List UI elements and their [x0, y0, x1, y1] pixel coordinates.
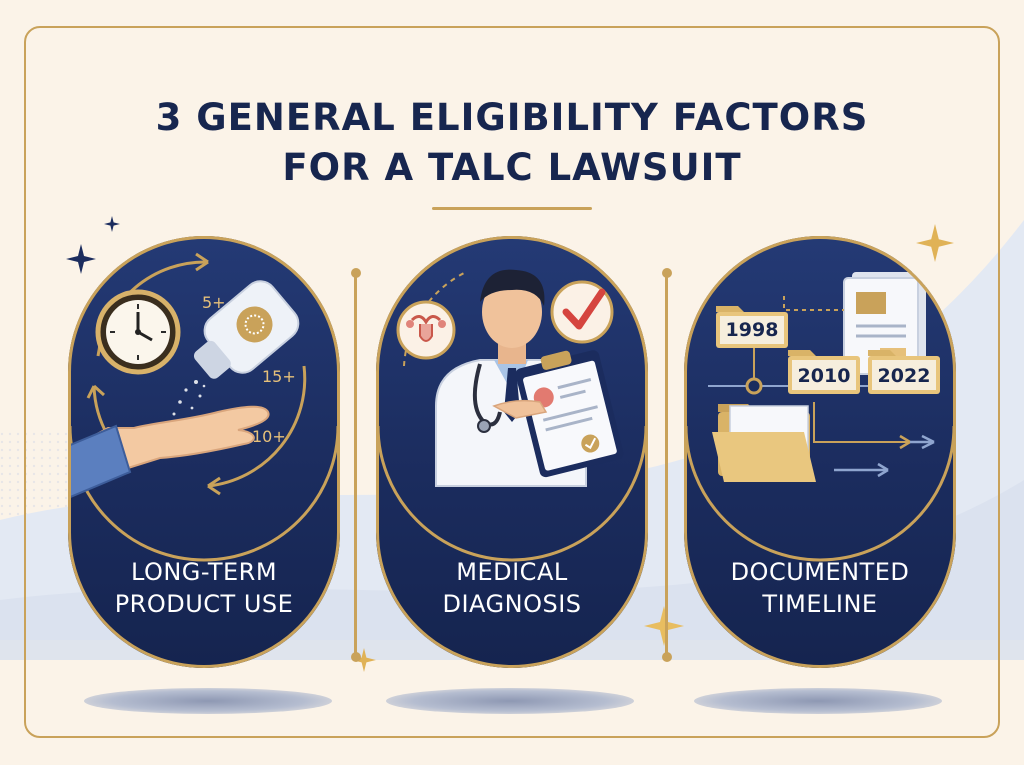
- divider-dot: [351, 268, 361, 278]
- card-border: [376, 236, 648, 668]
- marker-10-plus: 10+: [252, 427, 286, 446]
- hand-icon: [68, 405, 270, 500]
- card-long-term-product-use: 5+ 15+ 10+ LONG-TERM PRODUCT USE: [68, 236, 340, 668]
- divider-right: [665, 276, 668, 658]
- page-title-line-1: 3 GENERAL ELIGIBILITY FACTORS: [155, 96, 869, 139]
- outer-frame: [24, 26, 1000, 738]
- card-medical-diagnosis: MEDICAL DIAGNOSIS: [376, 236, 648, 668]
- card-shadow: [386, 688, 634, 714]
- sparkle-icon: [66, 244, 96, 274]
- sparkle-icon: [644, 606, 684, 646]
- sparkle-icon: [352, 648, 376, 672]
- doctor-icon: [435, 269, 624, 487]
- divider-dot: [662, 268, 672, 278]
- sparkle-icon: [104, 216, 120, 232]
- title-underline: [432, 207, 592, 210]
- divider-dot: [662, 652, 672, 662]
- open-folder-icon: [712, 404, 816, 482]
- sparkle-icon: [916, 224, 954, 262]
- card-border: [684, 236, 956, 668]
- card-documented-timeline: 1998 2010 2022 DOCUMENTED TIMELINE: [684, 236, 956, 668]
- page-title-line-2: FOR A TALC LAWSUIT: [282, 146, 742, 189]
- card-shadow: [694, 688, 942, 714]
- card-shadow: [84, 688, 332, 714]
- divider-dot: [351, 652, 361, 662]
- card-border: [68, 236, 340, 668]
- divider-left: [354, 276, 357, 658]
